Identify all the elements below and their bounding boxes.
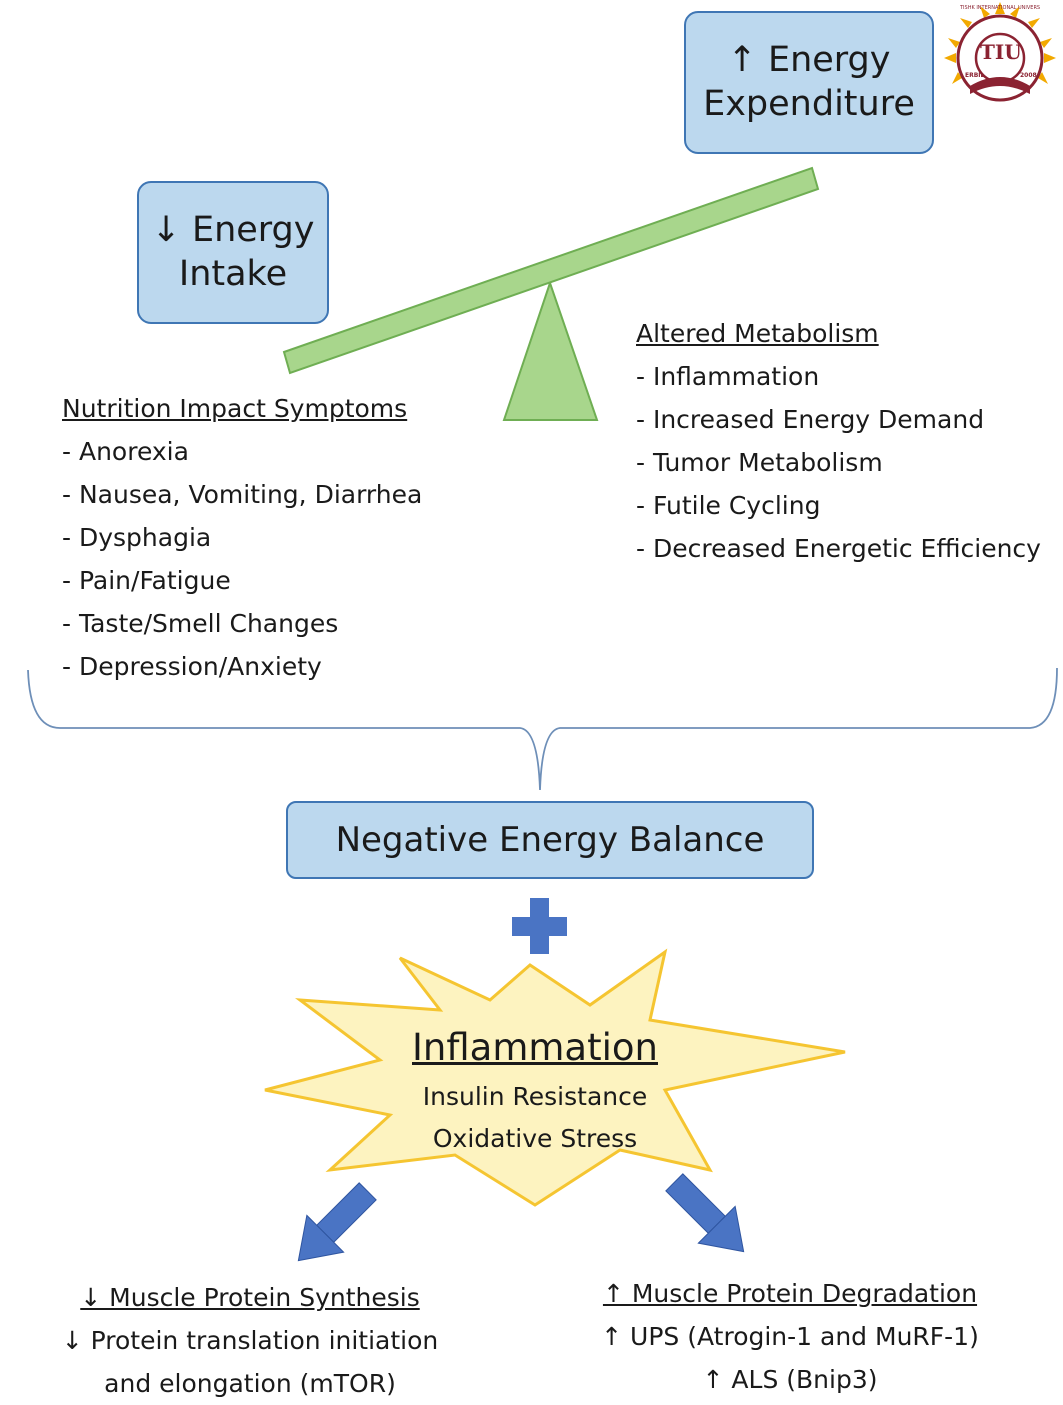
energy-intake-line2: Intake (178, 253, 288, 294)
arrow-down-left-icon (297, 1182, 377, 1262)
list-item: - Tumor Metabolism (636, 448, 883, 477)
protein-degradation-line1: ↑ UPS (Atrogin-1 and MuRF-1) (601, 1322, 979, 1351)
energy-intake-box: ↓ Energy Intake (137, 181, 329, 324)
list-item: - Dysphagia (62, 523, 212, 552)
list-item: - Futile Cycling (636, 491, 821, 520)
energy-expenditure-line2: Expenditure (703, 83, 915, 124)
brace (27, 667, 1058, 791)
altered-metabolism-title: Altered Metabolism (636, 319, 879, 348)
inflammation-title: Inflammation (412, 1026, 658, 1069)
altered-metabolism-list: Altered Metabolism - Inflammation - Incr… (636, 312, 1041, 570)
inflammation-line2: Oxidative Stress (432, 1124, 638, 1153)
list-item: - Nausea, Vomiting, Diarrhea (62, 480, 423, 509)
list-item: - Anorexia (62, 437, 189, 466)
protein-degradation-line2: ↑ ALS (Bnip3) (702, 1365, 878, 1394)
arrow-down-right-icon (665, 1173, 745, 1253)
protein-synthesis-line1: ↓ Protein translation initiation (61, 1326, 439, 1355)
logo-right-text: 2008 (1020, 72, 1037, 79)
protein-degradation-title: ↑ Muscle Protein Degradation (602, 1279, 978, 1308)
list-item: - Inflammation (636, 362, 820, 391)
energy-expenditure-box: ↑ Energy Expenditure (684, 11, 934, 154)
protein-synthesis-line2: and elongation (mTOR) (104, 1369, 396, 1398)
seesaw-beam (282, 166, 820, 375)
seesaw-fulcrum (502, 279, 599, 421)
energy-intake-line1: ↓ Energy (151, 209, 315, 250)
nutrition-impact-title: Nutrition Impact Symptoms (62, 394, 408, 423)
list-item: - Pain/Fatigue (62, 566, 231, 595)
protein-synthesis-block: ↓ Muscle Protein Synthesis ↓ Protein tra… (40, 1276, 460, 1405)
list-item: - Taste/Smell Changes (62, 609, 339, 638)
logo-left-text: ERBIL (965, 72, 985, 79)
list-item: - Depression/Anxiety (62, 652, 322, 681)
protein-degradation-block: ↑ Muscle Protein Degradation ↑ UPS (Atro… (575, 1272, 1005, 1401)
energy-expenditure-line1: ↑ Energy (727, 39, 891, 80)
list-item: - Increased Energy Demand (636, 405, 985, 434)
protein-synthesis-title: ↓ Muscle Protein Synthesis (80, 1283, 420, 1312)
logo-mark-text: TIU (980, 40, 1022, 64)
plus-icon (512, 898, 567, 954)
inflammation-starburst (264, 948, 846, 1207)
logo-ring-text: TISHK INTERNATIONAL UNIVERSITY (960, 5, 1040, 11)
negative-energy-balance-box: Negative Energy Balance (286, 801, 814, 879)
inflammation-line1: Insulin Resistance (422, 1082, 648, 1111)
tiu-logo (944, 2, 1056, 102)
negative-energy-balance-label: Negative Energy Balance (335, 819, 765, 860)
nutrition-impact-list: Nutrition Impact Symptoms - Anorexia - N… (62, 387, 422, 688)
list-item: - Decreased Energetic Efficiency (636, 534, 1041, 563)
